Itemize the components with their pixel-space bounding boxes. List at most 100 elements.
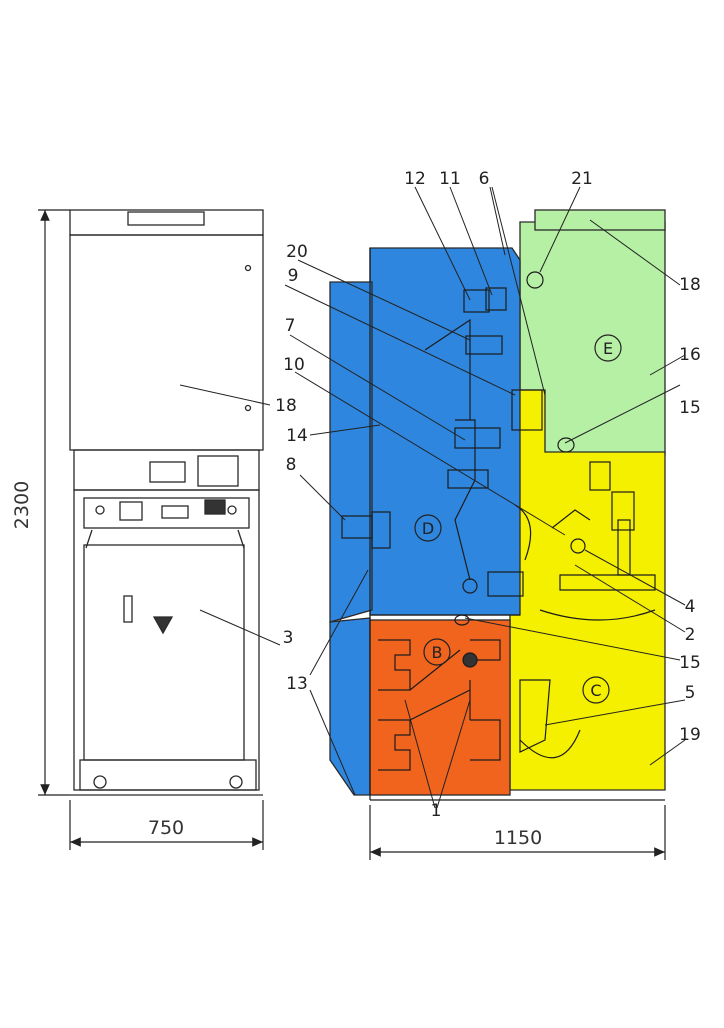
front-base — [79, 759, 257, 791]
door-bolt — [244, 404, 252, 412]
callout-4: 4 — [685, 597, 696, 617]
earthing-arc — [519, 729, 581, 759]
front-upper-door — [69, 234, 264, 451]
front-lower-frame — [73, 489, 260, 791]
side-dimensions — [369, 805, 666, 860]
zone-b-marker — [423, 638, 451, 666]
zone-d-marker — [414, 514, 442, 542]
callout-20: 20 — [286, 242, 308, 262]
front-knob — [95, 505, 105, 515]
leader-4 — [584, 549, 686, 606]
leader-13b — [309, 689, 356, 796]
leader-6b — [491, 186, 546, 396]
insulator-stack — [485, 287, 507, 311]
leader-15b — [464, 617, 681, 661]
leader-12 — [414, 186, 471, 301]
front-dimensions — [38, 209, 264, 850]
leader-15a — [564, 384, 681, 444]
front-indicator — [161, 505, 189, 519]
callout-labels: 12 11 6 21 18 20 9 7 10 18 14 8 3 13 1 1… — [275, 169, 701, 821]
insulator-block — [465, 335, 503, 355]
side-view-details — [341, 248, 665, 801]
zone-e-top-box — [534, 209, 666, 231]
leader-13a — [309, 569, 369, 676]
operating-mechanism — [611, 491, 635, 531]
callout-3: 3 — [283, 628, 294, 648]
yellow-curve — [539, 609, 656, 621]
door-interlock — [514, 504, 532, 561]
busbar-lower — [454, 419, 476, 581]
callout-16: 16 — [679, 345, 701, 365]
mechanism-housing — [487, 571, 524, 597]
leader-10 — [294, 371, 566, 536]
leader-16 — [649, 354, 686, 376]
front-top-plate — [127, 211, 205, 226]
insulator-stack — [463, 289, 490, 313]
leader-14 — [309, 424, 381, 436]
callout-7: 7 — [285, 316, 296, 336]
callout-21: 21 — [571, 169, 593, 189]
callout-2: 2 — [685, 625, 696, 645]
connection-bar — [409, 689, 471, 721]
front-wheel — [93, 775, 107, 789]
leader-20 — [297, 259, 471, 341]
zone-d-area — [369, 247, 521, 616]
fuse-holder — [378, 639, 411, 691]
operating-mechanism — [589, 461, 611, 491]
callout-18-front: 18 — [275, 396, 297, 416]
fuse-holder — [378, 719, 411, 771]
lifting-eye — [526, 271, 544, 289]
front-door-lock — [123, 595, 133, 623]
indicator-15-upper — [557, 437, 575, 453]
leader-3 — [199, 609, 281, 646]
indicator-15-lower — [454, 614, 470, 626]
leader-11 — [449, 186, 493, 296]
leader-18-front — [179, 384, 271, 406]
callout-14: 14 — [286, 426, 308, 446]
callout-15-upper: 15 — [679, 398, 701, 418]
callout-11: 11 — [439, 169, 461, 189]
earthing-switch — [519, 679, 551, 753]
bushing — [511, 389, 543, 431]
callout-6: 6 — [479, 169, 490, 189]
leader-lines — [179, 186, 686, 809]
zone-c-marker — [582, 676, 610, 704]
zone-d-label: D — [422, 519, 434, 538]
callout-19: 19 — [679, 725, 701, 745]
front-knob — [227, 505, 237, 515]
blue-front-door-lower — [329, 617, 371, 796]
leader-7 — [289, 334, 466, 441]
callout-1: 1 — [431, 801, 442, 821]
zone-c-label: C — [590, 681, 601, 700]
zone-e-marker — [594, 334, 622, 362]
dimension-depth-label: 1150 — [494, 827, 542, 849]
callout-9: 9 — [288, 266, 299, 286]
front-device — [197, 455, 239, 487]
leader-1a — [404, 699, 436, 809]
linkage — [551, 509, 591, 529]
front-switch — [119, 501, 143, 521]
fuse-terminal — [470, 639, 501, 661]
leader-1b — [436, 699, 471, 809]
zone-b-area — [369, 619, 511, 796]
mechanism-disc — [462, 578, 478, 594]
front-top-cover — [69, 209, 264, 236]
front-wheel — [229, 775, 243, 789]
zone-markers — [414, 334, 622, 704]
component-box — [447, 469, 489, 489]
zone-e-label: E — [603, 339, 613, 358]
front-counter — [204, 499, 226, 515]
front-view — [69, 209, 264, 796]
leader-9 — [284, 284, 516, 396]
callout-5: 5 — [685, 683, 696, 703]
door-bolt — [244, 264, 252, 272]
callout-13: 13 — [286, 674, 308, 694]
fuse-terminal — [470, 719, 501, 761]
shaft-4 — [570, 538, 586, 554]
callout-15-lower: 15 — [679, 653, 701, 673]
front-mechanism-panel — [83, 497, 250, 529]
dimension-height-label: 2300 — [11, 481, 33, 529]
busbar — [424, 318, 471, 420]
leader-2 — [574, 564, 686, 633]
